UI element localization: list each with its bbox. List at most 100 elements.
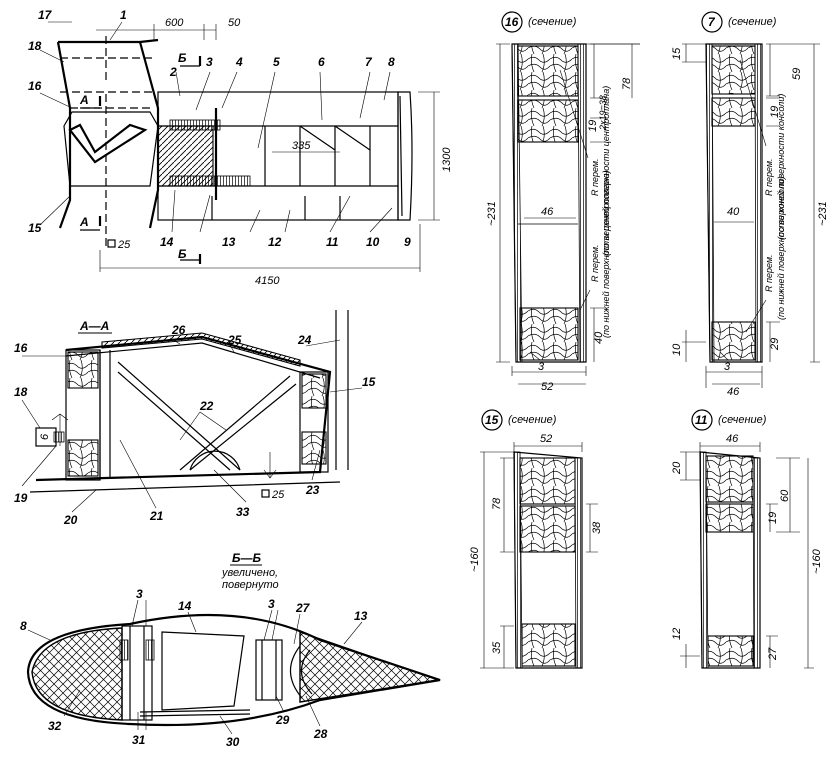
aa-dim-25-text: 25 bbox=[271, 489, 285, 501]
svg-text:46: 46 bbox=[541, 206, 554, 218]
svg-text:3: 3 bbox=[136, 587, 143, 601]
bb-trailing-edge bbox=[299, 631, 439, 703]
svg-text:23: 23 bbox=[305, 483, 320, 497]
svg-text:52: 52 bbox=[541, 381, 553, 393]
rib16-dim-2x19: 2x19=38 bbox=[598, 95, 608, 131]
bb-label-14: 14 bbox=[178, 599, 192, 613]
svg-text:21: 21 bbox=[149, 509, 164, 523]
svg-text:14: 14 bbox=[160, 235, 174, 249]
svg-text:10: 10 bbox=[366, 235, 380, 249]
svg-text:19: 19 bbox=[767, 512, 779, 524]
rib16-leaders bbox=[559, 69, 591, 311]
svg-text:17: 17 bbox=[38, 8, 53, 22]
svg-text:4150: 4150 bbox=[255, 275, 280, 287]
rib7-note-bot-r: R перем. bbox=[764, 254, 774, 292]
svg-text:А: А bbox=[79, 215, 89, 229]
aa-label-16: 16 bbox=[14, 341, 28, 355]
rib7-number-circle bbox=[701, 11, 723, 33]
bb-hinge-28 bbox=[289, 645, 313, 699]
label-16: 16 bbox=[28, 79, 42, 93]
svg-text:~231: ~231 bbox=[817, 201, 829, 226]
svg-text:40: 40 bbox=[727, 206, 740, 218]
label-4: 4 bbox=[235, 55, 243, 69]
rib16-top-flange bbox=[517, 99, 579, 143]
rib11-number-circle bbox=[691, 409, 713, 431]
rib16-top-block bbox=[517, 45, 579, 97]
aa-label-15: 15 bbox=[362, 375, 376, 389]
rib16-note-top-desc: (по верхней поверхности центроплана) bbox=[601, 86, 611, 256]
rib7-dim-inner: 40 bbox=[727, 206, 740, 218]
rib16-bottom-block bbox=[519, 307, 579, 361]
svg-text:335: 335 bbox=[292, 140, 311, 152]
svg-text:38: 38 bbox=[591, 521, 603, 534]
svg-text:9: 9 bbox=[404, 235, 411, 249]
rib11-section: 11 (сечение) 46 20 60 19 ~160 12 27 bbox=[671, 409, 823, 669]
label-6: 6 bbox=[318, 55, 325, 69]
label-12: 12 bbox=[268, 235, 282, 249]
svg-text:18: 18 bbox=[28, 39, 42, 53]
svg-text:19: 19 bbox=[769, 106, 781, 118]
rib11-dim-20: 20 bbox=[671, 461, 683, 475]
rib7-dims bbox=[682, 43, 820, 388]
rib16-dims bbox=[496, 43, 640, 385]
aa-label-21: 21 bbox=[149, 509, 164, 523]
rib16-number: 16 bbox=[505, 15, 519, 29]
bb-airfoil bbox=[26, 613, 441, 727]
rib16-dim-inner: 46 bbox=[541, 206, 554, 218]
rib11-dim-12: 12 bbox=[671, 628, 683, 640]
svg-text:28: 28 bbox=[313, 727, 328, 741]
bb-box-14 bbox=[161, 631, 245, 711]
svg-text:31: 31 bbox=[132, 733, 146, 747]
aa-front-spar-bottom bbox=[67, 439, 99, 477]
bb-label-27: 27 bbox=[295, 601, 311, 615]
dim-50: 50 bbox=[228, 17, 241, 29]
bb-subtitle-2: повернуто bbox=[222, 579, 279, 591]
svg-text:R перем.: R перем. bbox=[590, 158, 600, 196]
aa-label-25: 25 bbox=[227, 333, 242, 347]
svg-text:13: 13 bbox=[222, 235, 236, 249]
svg-text:(по нижней поверхности консоли: (по нижней поверхности консоли) bbox=[776, 176, 786, 320]
svg-text:26: 26 bbox=[171, 323, 186, 337]
section-markers bbox=[98, 56, 202, 264]
rib7-top-block bbox=[711, 45, 756, 95]
rib15-number: 15 bbox=[485, 413, 499, 427]
plan-leaders bbox=[39, 21, 393, 233]
svg-text:15: 15 bbox=[485, 413, 499, 427]
rib15-dim-35: 35 bbox=[491, 641, 503, 654]
svg-text:(сечение): (сечение) bbox=[508, 414, 557, 426]
rib7-dim-59: 59 bbox=[791, 68, 803, 80]
aa-dim-6-text: 6 bbox=[39, 433, 51, 440]
svg-text:18: 18 bbox=[14, 385, 28, 399]
svg-text:46: 46 bbox=[726, 433, 739, 445]
rib15-top-block bbox=[519, 457, 576, 505]
bb-rear-spar bbox=[255, 639, 283, 701]
rib16-dim-40: 40 bbox=[593, 331, 605, 344]
rib16-dim-78 bbox=[586, 43, 640, 98]
bb-label-13: 13 bbox=[354, 609, 368, 623]
rib-diagonals bbox=[299, 125, 371, 151]
svg-text:Б—Б: Б—Б bbox=[232, 551, 261, 565]
aa-label-22: 22 bbox=[199, 399, 214, 413]
svg-text:32: 32 bbox=[48, 719, 62, 733]
svg-text:7: 7 bbox=[708, 15, 716, 29]
svg-text:78: 78 bbox=[491, 497, 503, 510]
rib15-dim-width: 52 bbox=[540, 433, 552, 445]
section-b-bottom: Б bbox=[178, 247, 187, 261]
bb-title: Б—Б bbox=[232, 551, 261, 565]
svg-text:R перем.: R перем. bbox=[764, 158, 774, 196]
svg-text:10: 10 bbox=[671, 343, 683, 356]
rib11-dim-60: 60 bbox=[779, 489, 791, 502]
svg-text:3: 3 bbox=[206, 55, 213, 69]
label-9: 9 bbox=[404, 235, 411, 249]
rib16-label: (сечение) bbox=[528, 16, 577, 28]
svg-text:29: 29 bbox=[275, 713, 290, 727]
rib7-dim-10: 10 bbox=[671, 343, 683, 356]
svg-text:(сечение): (сечение) bbox=[728, 16, 777, 28]
dim-25: 25 bbox=[117, 239, 131, 251]
aa-diagonals bbox=[117, 361, 297, 471]
dim-600: 600 bbox=[165, 17, 184, 29]
rib16-dim-width: 52 bbox=[541, 381, 553, 393]
svg-text:1300: 1300 bbox=[441, 147, 453, 172]
rib11-label: (сечение) bbox=[718, 414, 767, 426]
